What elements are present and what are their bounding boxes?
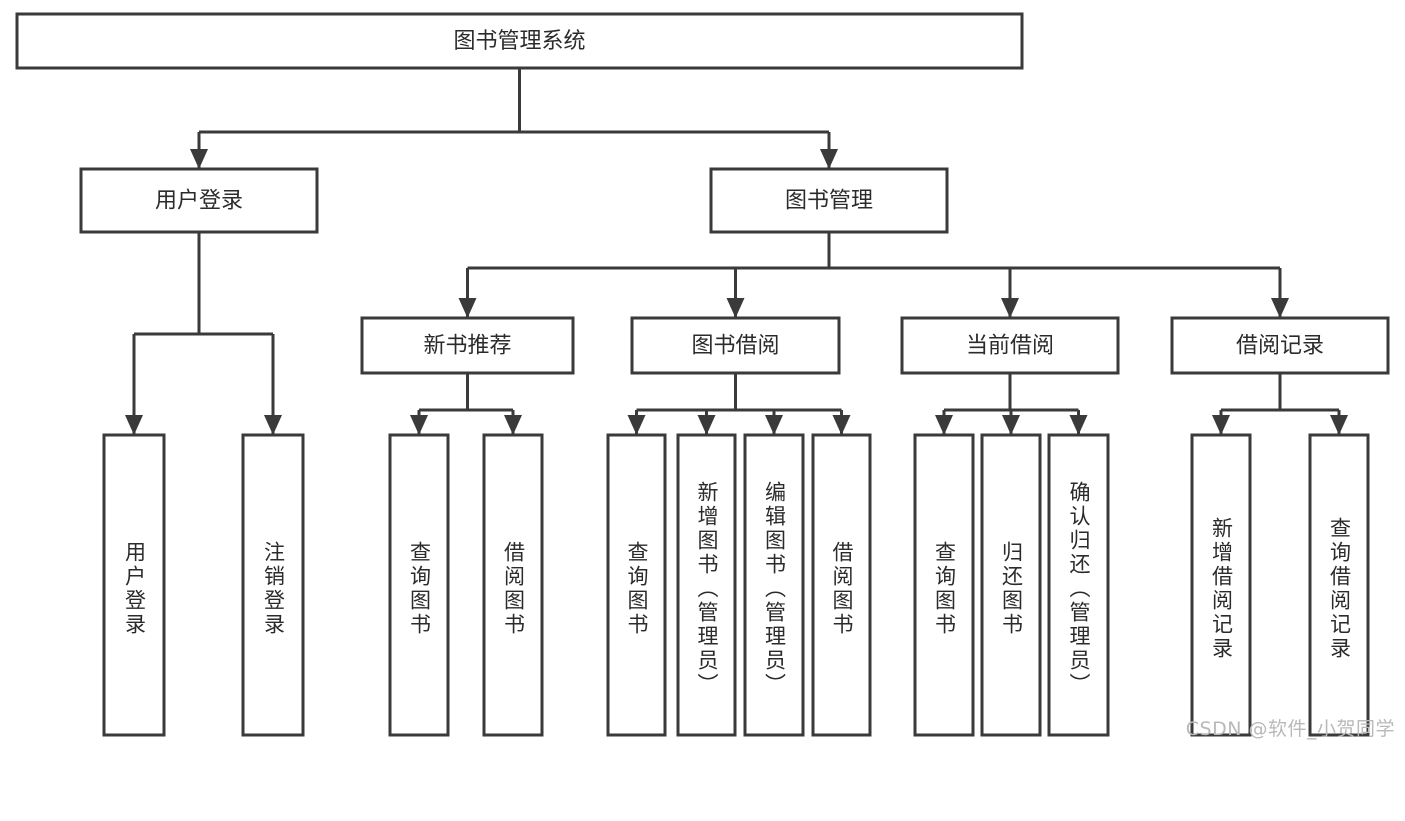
leaf-return-book-box[interactable] <box>980 433 1042 737</box>
leaf-borrow-book-2-box[interactable] <box>811 433 872 737</box>
arrow-to-leaf-query-book-2 <box>627 415 646 435</box>
arrow-to-leaf-user-login <box>125 415 143 435</box>
boxes-layer <box>15 12 1390 737</box>
current-borrow-label: 当前借阅 <box>966 334 1054 359</box>
leaf-query-book-1-box[interactable] <box>388 433 450 737</box>
arrow-to-leaf-user-logout <box>264 415 282 435</box>
arrow-to-leaf-confirm-return <box>1069 415 1088 435</box>
user-login-box[interactable] <box>79 167 319 234</box>
leaf-query-record-box[interactable] <box>1308 433 1370 737</box>
leaf-add-record-box[interactable] <box>1190 433 1252 737</box>
arrow-to-leaf-query-record <box>1330 415 1348 435</box>
arrow-to-borrow-record <box>1271 298 1289 318</box>
arrow-to-leaf-return-book <box>1002 415 1020 435</box>
leaf-query-book-2-box[interactable] <box>606 433 667 737</box>
arrow-to-leaf-add-record <box>1212 415 1230 435</box>
connectors-layer <box>125 68 1348 435</box>
book-manage-label: 图书管理 <box>785 189 873 214</box>
arrow-to-leaf-add-book-admin <box>697 415 716 435</box>
leaf-user-logout-box[interactable] <box>241 433 305 737</box>
user-login-label: 用户登录 <box>155 189 243 214</box>
book-borrow-label: 图书借阅 <box>691 334 779 359</box>
book-borrow-box[interactable] <box>630 316 841 375</box>
new-book-recommend-label: 新书推荐 <box>423 334 511 359</box>
watermark-text: CSDN @软件_小贺同学 <box>1185 718 1395 740</box>
leaf-borrow-book-1-box[interactable] <box>482 433 544 737</box>
arrow-to-leaf-query-book-1 <box>410 415 428 435</box>
borrow-record-box[interactable] <box>1170 316 1390 375</box>
arrow-to-leaf-borrow-book-2 <box>832 415 851 435</box>
leaf-edit-book-admin-box[interactable] <box>743 433 805 737</box>
arrow-to-user-login <box>190 149 208 169</box>
leaf-query-book-3-box[interactable] <box>913 433 975 737</box>
org-chart-diagram: 图书管理系统用户登录图书管理新书推荐图书借阅当前借阅借阅记录 用户登录注销登录查… <box>15 12 1395 740</box>
arrow-to-new-book-recommend <box>458 298 477 318</box>
system-title-box[interactable] <box>15 12 1024 70</box>
leaf-confirm-return-box[interactable] <box>1047 433 1110 737</box>
leaf-add-book-admin-box[interactable] <box>676 433 737 737</box>
arrow-to-book-manage <box>820 149 838 169</box>
arrow-to-leaf-query-book-3 <box>935 415 953 435</box>
system-title-label: 图书管理系统 <box>453 29 585 54</box>
arrow-to-leaf-edit-book-admin <box>765 415 783 435</box>
current-borrow-box[interactable] <box>900 316 1120 375</box>
arrow-to-current-borrow <box>1001 298 1019 318</box>
new-book-recommend-box[interactable] <box>360 316 575 375</box>
leaf-user-login-box[interactable] <box>102 433 166 737</box>
borrow-record-label: 借阅记录 <box>1236 334 1324 359</box>
book-manage-box[interactable] <box>709 167 949 234</box>
arrow-to-leaf-borrow-book-1 <box>504 415 522 435</box>
arrow-to-book-borrow <box>726 298 745 318</box>
